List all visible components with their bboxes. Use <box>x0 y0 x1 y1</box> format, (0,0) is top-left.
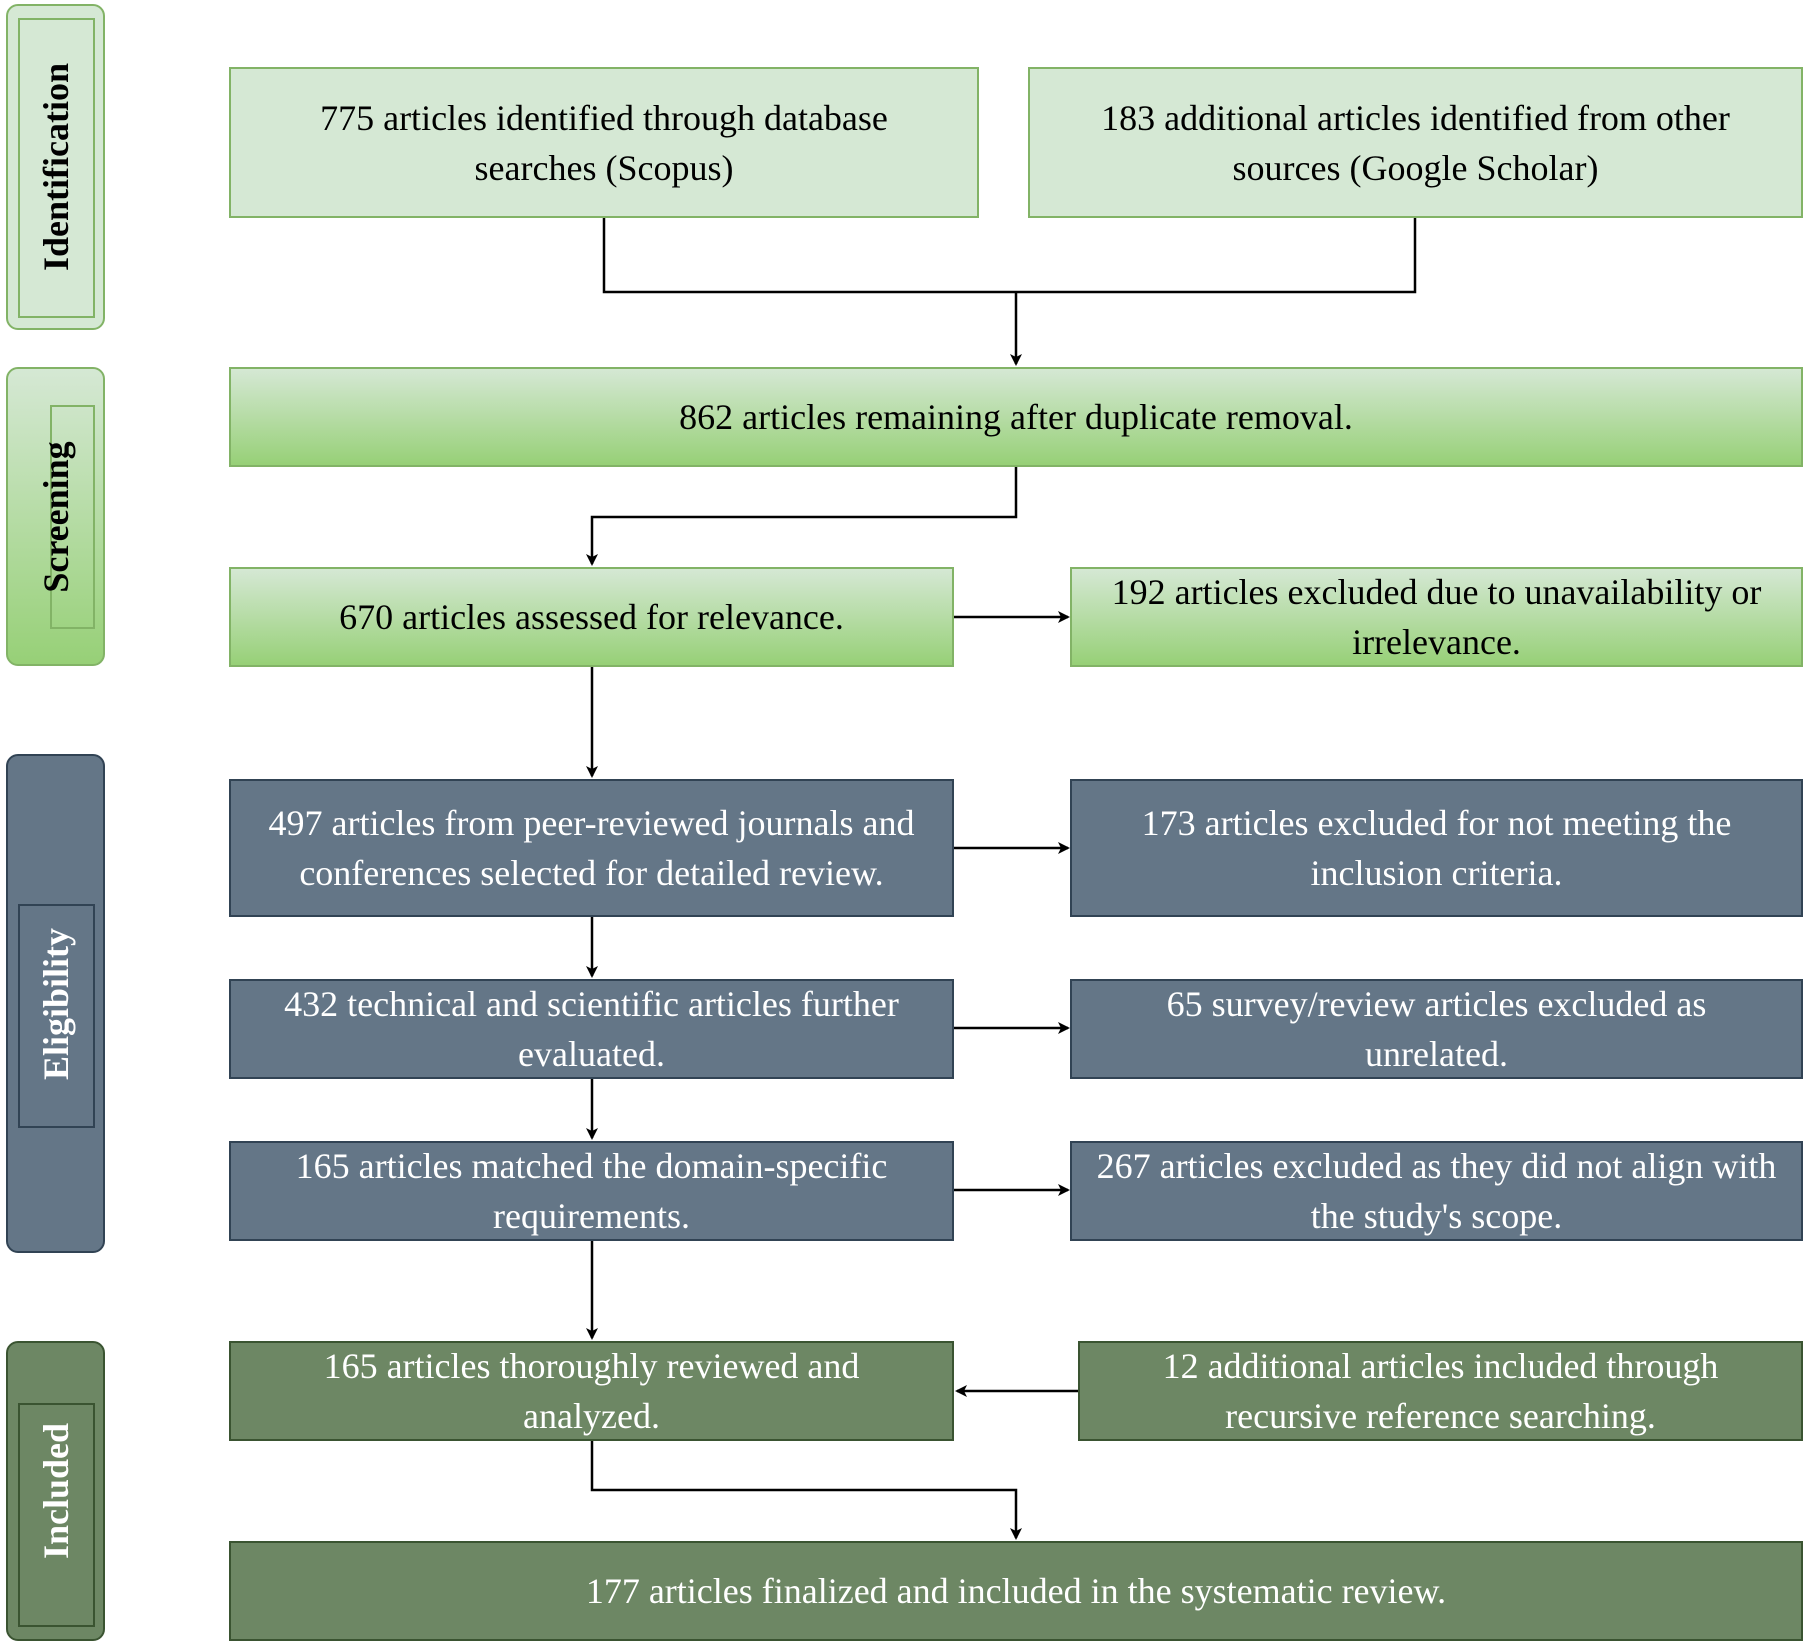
stage-screening-label: Screening <box>35 440 76 593</box>
box-thoroughly-reviewed: 165 articles thoroughly reviewed and ana… <box>229 1341 954 1441</box>
stage-screening: Screening <box>6 367 105 666</box>
connector-reviewed-to-finalized <box>590 1441 1022 1540</box>
box-excluded-survey: 65 survey/review articles excluded as un… <box>1070 979 1803 1079</box>
box-domain-specific: 165 articles matched the domain-specific… <box>229 1141 954 1241</box>
box-excluded-inclusion: 173 articles excluded for not meeting th… <box>1070 779 1803 917</box>
box-other-sources: 183 additional articles identified from … <box>1028 67 1803 218</box>
box-technical-scientific: 432 technical and scientific articles fu… <box>229 979 954 1079</box>
stage-included: Included <box>6 1341 105 1641</box>
box-peer-reviewed: 497 articles from peer-reviewed journals… <box>229 779 954 917</box>
stage-eligibility-inner <box>18 904 95 1128</box>
connector-other-to-merge <box>1016 218 1417 294</box>
box-assessed-relevance: 670 articles assessed for relevance. <box>229 567 954 667</box>
stage-identification-label: Identification <box>35 62 76 272</box>
stage-screening-inner <box>50 405 95 629</box>
stage-eligibility-label: Eligibility <box>35 927 76 1080</box>
box-excluded-unavailable: 192 articles excluded due to unavailabil… <box>1070 567 1803 667</box>
stage-identification-inner <box>18 18 95 318</box>
box-database-search: 775 articles identified through database… <box>229 67 979 218</box>
connector-duplicates-to-assessed <box>586 467 1018 566</box>
stage-identification: Identification <box>6 4 105 330</box>
stage-included-label: Included <box>35 1422 76 1560</box>
box-excluded-scope: 267 articles excluded as they did not al… <box>1070 1141 1803 1241</box>
box-recursive-reference: 12 additional articles included through … <box>1078 1341 1803 1441</box>
stage-eligibility: Eligibility <box>6 754 105 1253</box>
stage-included-inner <box>18 1403 95 1627</box>
connector-db-to-merge <box>602 218 1016 294</box>
box-finalized: 177 articles finalized and included in t… <box>229 1541 1803 1641</box>
box-after-duplicates: 862 articles remaining after duplicate r… <box>229 367 1803 467</box>
